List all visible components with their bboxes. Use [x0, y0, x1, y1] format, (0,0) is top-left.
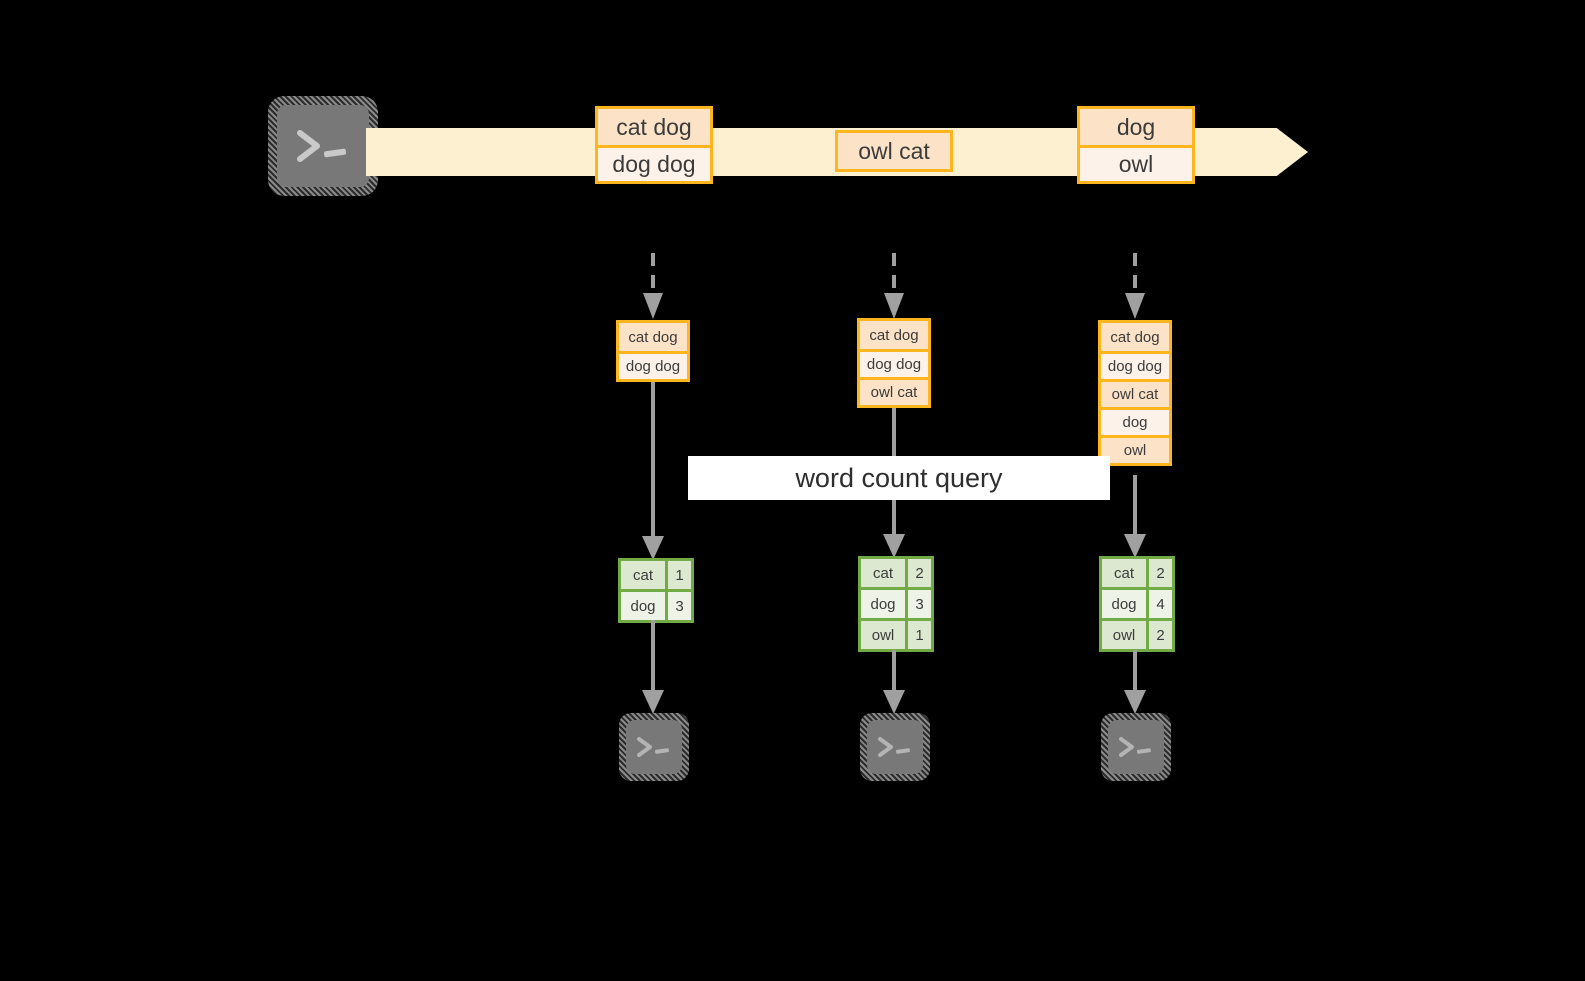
trigger-2-dashed-connector [880, 253, 908, 321]
trigger-3-query-connector [1121, 475, 1149, 560]
result-word: dog [1111, 595, 1137, 613]
result-count: 2 [905, 559, 931, 587]
terminal-screen [867, 720, 923, 774]
trigger-2-input-row: dog dog [860, 349, 928, 377]
trigger-1-input-table: cat dog dog dog [616, 320, 690, 382]
trigger-2-input-row: cat dog [860, 321, 928, 349]
table-row: dog 3 [861, 587, 931, 618]
stream-batch-1: cat dog dog dog [595, 106, 713, 184]
stream-batch-3: dog owl [1077, 106, 1195, 184]
stream-batch-1-line-2: dog dog [598, 145, 710, 181]
trigger-3-sink-connector [1121, 650, 1149, 716]
table-row: dog 4 [1102, 587, 1172, 618]
trigger-1-input-row: dog dog [619, 351, 687, 379]
trigger-3-result-table: cat 2 dog 4 owl 2 [1099, 556, 1175, 652]
trigger-3-input-row: owl cat [1101, 379, 1169, 407]
trigger-1-sink-connector [639, 620, 667, 716]
trigger-3-input-row: owl [1101, 435, 1169, 463]
trigger-1-query-connector [639, 382, 667, 562]
trigger-2-input-table: cat dog dog dog owl cat [857, 318, 931, 408]
result-count: 2 [1146, 559, 1172, 587]
result-word: owl [1112, 626, 1136, 644]
trigger-3-dashed-connector [1121, 253, 1149, 321]
trigger-3-sink-terminal-icon [1101, 713, 1171, 781]
table-row: owl 1 [861, 618, 931, 649]
trigger-3-input-row: dog dog [1101, 351, 1169, 379]
terminal-prompt-glyph [277, 105, 369, 187]
result-count: 3 [665, 592, 691, 620]
result-count: 1 [905, 621, 931, 649]
trigger-2-sink-terminal-icon [860, 713, 930, 781]
result-count: 3 [905, 590, 931, 618]
terminal-screen [277, 105, 369, 187]
result-word: cat [632, 566, 653, 584]
table-row: cat 1 [621, 561, 691, 589]
result-word: owl [871, 626, 895, 644]
result-count: 2 [1146, 621, 1172, 649]
terminal-prompt-glyph [626, 720, 682, 774]
result-word: dog [870, 595, 896, 613]
source-terminal-icon [268, 96, 378, 196]
stream-batch-1-line-1: cat dog [598, 109, 710, 145]
result-word: cat [872, 564, 893, 582]
trigger-2-input-row: owl cat [860, 377, 928, 405]
terminal-prompt-glyph [867, 720, 923, 774]
trigger-3-input-row: dog [1101, 407, 1169, 435]
trigger-3-input-table: cat dog dog dog owl cat dog owl [1098, 320, 1172, 466]
terminal-screen [626, 720, 682, 774]
trigger-2-result-table: cat 2 dog 3 owl 1 [858, 556, 934, 652]
table-row: dog 3 [621, 589, 691, 620]
result-count: 1 [665, 561, 691, 589]
trigger-1-dashed-connector [639, 253, 667, 321]
trigger-1-input-row: cat dog [619, 323, 687, 351]
result-word: cat [1113, 564, 1134, 582]
terminal-prompt-glyph [1108, 720, 1164, 774]
table-row: cat 2 [861, 559, 931, 587]
stream-batch-3-line-1: dog [1080, 109, 1192, 145]
result-word: dog [630, 597, 656, 615]
trigger-1-result-table: cat 1 dog 3 [618, 558, 694, 623]
trigger-1-sink-terminal-icon [619, 713, 689, 781]
stream-batch-3-line-2: owl [1080, 145, 1192, 181]
trigger-2-sink-connector [880, 650, 908, 716]
stream-batch-2: owl cat [835, 130, 953, 172]
result-count: 4 [1146, 590, 1172, 618]
stream-batch-2-line-1: owl cat [838, 133, 950, 169]
table-row: owl 2 [1102, 618, 1172, 649]
word-count-query-label: word count query [688, 456, 1110, 500]
table-row: cat 2 [1102, 559, 1172, 587]
trigger-3-input-row: cat dog [1101, 323, 1169, 351]
terminal-screen [1108, 720, 1164, 774]
